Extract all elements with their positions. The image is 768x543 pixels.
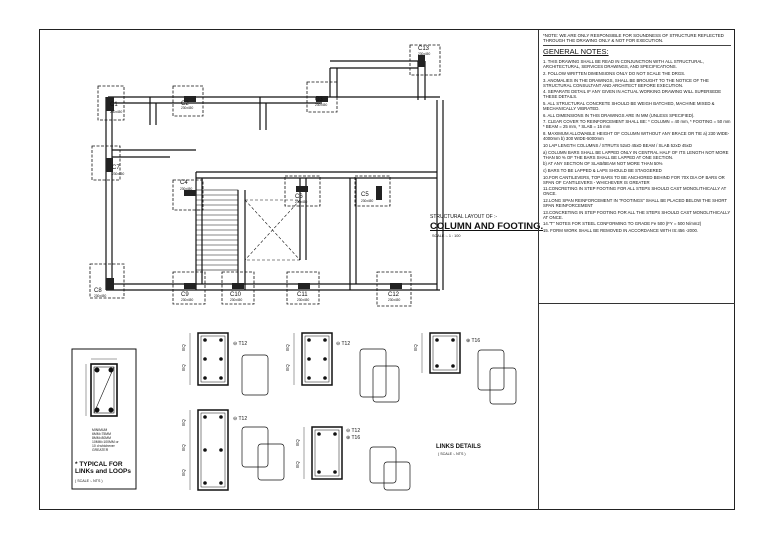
column-sections <box>106 55 425 290</box>
note-item: 3. ANOMALIES IN THE DRAWINGS, SHALL BE B… <box>543 77 709 88</box>
column-label: C3 <box>315 97 323 103</box>
column-size: 230x450 <box>295 200 308 204</box>
note-item: 8. MAXIMUM ALLOWABLE HEIGHT OF COLUMN WI… <box>543 131 730 142</box>
column-label: C12 <box>388 292 400 298</box>
note-item: 2. FOLLOW WRITTEN DIMENSIONS ONLY DO NOT… <box>543 70 686 76</box>
bar-callout: ⊖ T12 <box>233 341 248 347</box>
note-item: 12.LONG SPAN REINFORCEMENT IN "FOOTINGS"… <box>543 197 727 209</box>
note-item: 6. ALL DIMENSIONS IN THIS DRAWINGS ARE I… <box>543 112 695 118</box>
notes-list: 1. THIS DRAWING SHALL BE READ IN CONJUNC… <box>543 59 731 233</box>
column-size: 230x450 <box>110 110 123 114</box>
eq-label: EQ <box>180 419 186 426</box>
column-size: 230x450 <box>315 103 328 107</box>
column-label: C7 <box>112 165 120 171</box>
column-size: 230x450 <box>112 172 125 176</box>
disclaimer: *NOTE: WE ARE ONLY RESPONSIBLE FOR SOUND… <box>543 33 731 47</box>
general-notes-panel: *NOTE: WE ARE ONLY RESPONSIBLE FOR SOUND… <box>538 30 734 303</box>
staircase <box>195 189 301 271</box>
bar-callout: ⊖ T12 <box>346 428 361 434</box>
layout-scale: SCALE :- 1 : 100 <box>432 234 461 238</box>
column-label: C9 <box>181 292 189 298</box>
note-item: b) AT ANY SECTION OF SLAB/BEAM NOT MORE … <box>543 161 663 167</box>
bar-callout: ⊖ T12 <box>233 416 248 422</box>
typical-title: * TYPICAL FOR LINKs and LOOPs <box>75 461 131 476</box>
column-label: C11 <box>297 292 308 298</box>
layout-caption: STRUCTURAL LAYOUT OF :- <box>430 214 498 220</box>
note-item: 10 LAP LENGTH COLUMNS / STRUTS 52xD 45xD… <box>543 142 692 148</box>
notes-heading: GENERAL NOTES: <box>543 47 609 57</box>
column-label: C1 <box>110 102 118 108</box>
column-size: 230x450 <box>418 52 431 56</box>
column-label: C2 <box>181 101 189 107</box>
eq-label: EQ <box>294 461 300 468</box>
column-size: 230x450 <box>297 298 310 302</box>
bar-callout: ⊖ T12 <box>336 341 351 347</box>
note-item: 1. THIS DRAWING SHALL BE READ IN CONJUNC… <box>543 59 704 70</box>
eq-label: EQ <box>284 364 290 371</box>
eq-label: EQ <box>180 344 186 351</box>
column-label: C13 <box>418 46 430 52</box>
links-title: LINKS DETAILS <box>436 444 481 450</box>
note-item: 4. SEPARATE DETAIL IF ANY GIVEN IN ACTUA… <box>543 89 722 100</box>
typical-scale: ( SCALE :- NTS ) <box>75 479 103 483</box>
column-size: 230x450 <box>388 298 401 302</box>
links-scale: ( SCALE :- NTS ) <box>438 452 466 456</box>
eq-label: EQ <box>284 344 290 351</box>
column-size: 230x450 <box>181 298 194 302</box>
note-item: 15. FORM WORK SHALL BE REMOVED IN ACCORD… <box>543 228 699 234</box>
bar-callout: ⊕ T16 <box>346 435 361 441</box>
eq-label: EQ <box>412 344 418 351</box>
note-item: 11.CONCRETING IN STEP FOOTING FOR ALL ST… <box>543 186 727 197</box>
note-item: 10.FOR CANTILEVERS, TOP BARS TO BE ANCHO… <box>543 174 725 185</box>
link-sections <box>189 332 517 491</box>
column-label: C4 <box>180 180 188 186</box>
eq-label: EQ <box>180 469 186 476</box>
typical-link-box <box>71 348 137 490</box>
column-size: 230x450 <box>180 187 193 191</box>
column-size: 230x450 <box>94 294 107 298</box>
eq-label: EQ <box>180 444 186 451</box>
note-item: a) COLUMN BARS SHALL BE LAPPED ONLY IN C… <box>543 149 729 160</box>
eq-label: EQ <box>294 439 300 446</box>
note-item: 5. ALL STRUCTURAL CONCRETE SHOULD BE WEI… <box>543 101 715 112</box>
column-label: C8 <box>94 288 102 294</box>
footings <box>89 44 441 307</box>
column-size: 230x450 <box>230 298 243 302</box>
note-item: c) BARS TO BE LAPPED & LAPS SHOULD BE ST… <box>543 167 662 173</box>
layout-title: COLUMN AND FOOTING. <box>430 221 544 232</box>
column-label: C5 <box>361 192 369 198</box>
drawing-border <box>39 29 735 510</box>
column-size: 230x450 <box>181 106 194 110</box>
bar-callout: ⊕ T16 <box>466 338 481 344</box>
eq-label: EQ <box>180 364 186 371</box>
note-item: 7. CLEAR COVER TO REINFORCEMENT SHALL BE… <box>543 119 731 130</box>
note-item: 14."T" NOTES FOR STEEL CONFORMING TO GRA… <box>543 221 702 227</box>
typical-note: MINIMUM 6MM=75MM 8MM=80MM 10MM=100MM or … <box>92 428 119 453</box>
column-label: C6 <box>295 194 303 200</box>
column-label: C10 <box>230 292 242 298</box>
column-size: 230x450 <box>361 199 374 203</box>
title-block <box>538 303 735 510</box>
note-item: 13.CONCRETING IN STEP FOOTING FOR ALL TH… <box>543 209 731 220</box>
